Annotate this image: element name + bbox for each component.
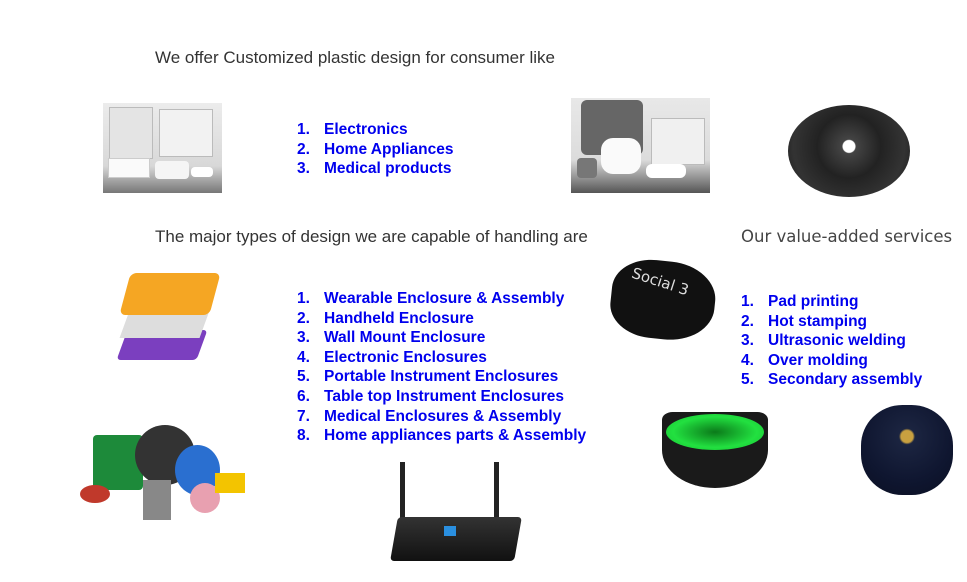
item-number: 6.	[297, 387, 310, 405]
green-overmold-photo	[662, 412, 768, 488]
consumer-list: 1. Electronics 2. Home Appliances 3. Medica…	[297, 120, 454, 179]
device-logo: Social 3	[629, 263, 692, 300]
item-number: 7.	[297, 407, 310, 425]
item-label: Wall Mount Enclosure	[324, 329, 486, 347]
item-label: Ultrasonic welding	[768, 332, 906, 350]
list-item: 5. Secondary assembly	[741, 370, 922, 390]
wearable-enclosure-photo	[117, 268, 222, 367]
services-list: 1. Pad printing 2. Hot stamping 3. Ultrason…	[741, 292, 922, 390]
item-label: Electronics	[324, 121, 408, 138]
social-device-photo: Social 3	[607, 255, 719, 345]
item-number: 1.	[741, 293, 754, 310]
item-label: Home appliances parts & Assembly	[324, 427, 587, 445]
list-item: 4. Over molding	[741, 351, 922, 371]
item-label: Portable Instrument Enclosures	[324, 368, 559, 386]
list-item: 3. Medical products	[297, 159, 454, 179]
list-item: 3. Wall Mount Enclosure	[297, 328, 586, 348]
item-number: 5.	[741, 371, 754, 389]
item-label: Secondary assembly	[768, 371, 923, 389]
item-number: 1.	[297, 290, 310, 307]
list-item: 5. Portable Instrument Enclosures	[297, 367, 586, 387]
services-heading: Our value-added services	[741, 227, 953, 246]
enclosures-photo-2	[571, 98, 710, 193]
item-label: Home Appliances	[324, 140, 454, 158]
item-label: Wearable Enclosure & Assembly	[324, 290, 565, 307]
list-item: 1. Wearable Enclosure & Assembly	[297, 289, 586, 309]
list-item: 4. Electronic Enclosures	[297, 348, 586, 368]
item-label: Pad printing	[768, 293, 859, 310]
item-number: 2.	[741, 312, 754, 330]
item-number: 8.	[297, 427, 310, 445]
item-number: 4.	[297, 348, 310, 366]
item-label: Electronic Enclosures	[324, 348, 487, 366]
item-number: 3.	[297, 329, 310, 347]
round-part-photo	[788, 105, 910, 197]
list-item: 1. Pad printing	[741, 292, 922, 312]
item-number: 3.	[741, 332, 754, 350]
item-label: Medical Enclosures & Assembly	[324, 407, 562, 425]
design-types-list: 1. Wearable Enclosure & Assembly 2. Handhe…	[297, 289, 586, 446]
types-heading: The major types of design we are capable…	[155, 227, 588, 246]
list-item: 1. Electronics	[297, 120, 454, 140]
item-number: 3.	[297, 160, 310, 178]
item-number: 1.	[297, 121, 310, 138]
item-label: Medical products	[324, 160, 452, 178]
list-item: 6. Table top Instrument Enclosures	[297, 387, 586, 407]
item-number: 4.	[741, 351, 754, 369]
enclosures-photo	[103, 103, 222, 193]
item-number: 5.	[297, 368, 310, 386]
list-item: 2. Handheld Enclosure	[297, 309, 586, 329]
intro-heading: We offer Customized plastic design for c…	[155, 48, 555, 67]
plastic-parts-photo	[75, 425, 247, 525]
list-item: 3. Ultrasonic welding	[741, 331, 922, 351]
router-photo	[390, 462, 522, 570]
item-number: 2.	[297, 140, 310, 158]
list-item: 7. Medical Enclosures & Assembly	[297, 407, 586, 427]
item-label: Table top Instrument Enclosures	[324, 387, 565, 405]
list-item: 2. Hot stamping	[741, 312, 922, 332]
knob-part-photo	[861, 405, 953, 495]
item-label: Hot stamping	[768, 312, 868, 330]
item-label: Over molding	[768, 351, 868, 369]
list-item: 2. Home Appliances	[297, 140, 454, 160]
list-item: 8. Home appliances parts & Assembly	[297, 426, 586, 446]
item-number: 2.	[297, 309, 310, 327]
item-label: Handheld Enclosure	[324, 309, 474, 327]
